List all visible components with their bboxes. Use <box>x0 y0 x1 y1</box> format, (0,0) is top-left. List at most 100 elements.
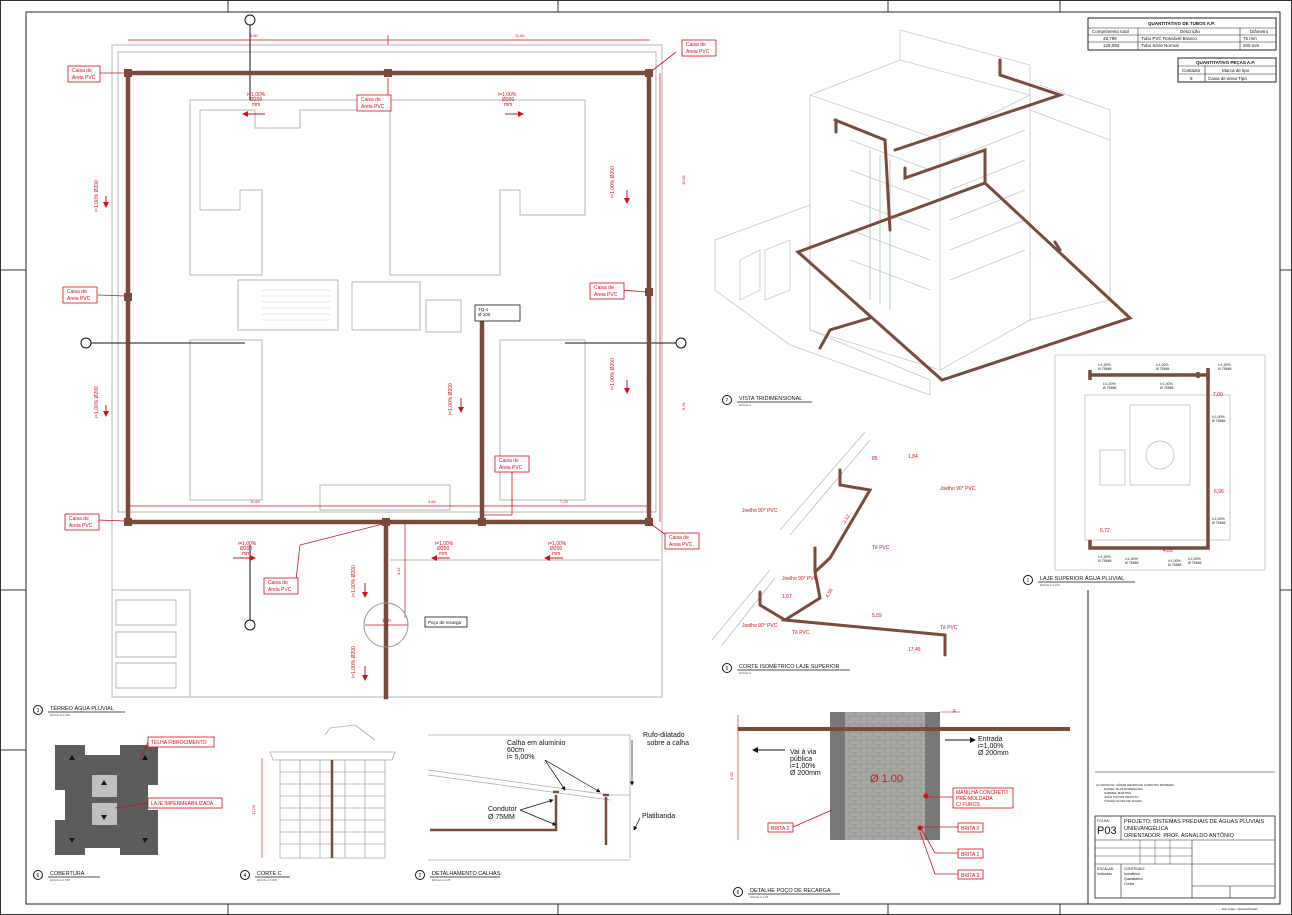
drawing-label: Platibanda <box>642 813 675 820</box>
drawing-label: TELHA FIBROCIMENTO <box>151 740 207 746</box>
drawing-label: Joelho 90° PVC <box>782 576 818 582</box>
drawing-label: 200 mm <box>1243 43 1260 48</box>
drawing-label: Caixa de <box>686 42 706 48</box>
title-view-4: 4 CORTE C ESCALA 1:200 <box>240 870 290 882</box>
drawing-label: Tê PVC <box>872 545 890 551</box>
drawing-label: JOÃO VICTOR PEIXOTO <box>1104 794 1139 799</box>
drawing-label: P03 <box>1097 825 1117 837</box>
drawing-label: Descrição <box>1180 29 1201 34</box>
drawing-label: Areia PVC <box>669 542 693 548</box>
drawing-label: i=1,00%Ø 75MM <box>1098 363 1112 371</box>
drawing-label: 4,85 <box>1163 548 1173 554</box>
drawing-label: i=1,00%Ø 75MM <box>1098 555 1112 563</box>
rufo-label: Rufo-dilatado sobre a calha <box>643 732 689 747</box>
recharge-well-detail: 3,00 F Ø 1.00 Vai à via pública i=1,00% … <box>729 709 1070 899</box>
drawing-label: 6,96 <box>1214 489 1224 495</box>
drawing-label: TÉRREO ÁGUA PLUVIAL <box>50 705 114 712</box>
drawing-label: 9 <box>1190 76 1193 81</box>
drawing-label: i=1,00%Ø 75MM <box>1103 382 1117 390</box>
poco-label: Poço de recarga <box>428 620 462 625</box>
drawing-label: Contador <box>1182 68 1201 73</box>
drawing-label: Areia PVC <box>67 296 91 302</box>
drawing-label: ESCALA 1:25 <box>432 878 451 882</box>
drawing-label: Caixa de areia Tipo <box>1208 76 1247 81</box>
drawing-label: 17,00 <box>251 804 256 815</box>
drawing-label: i=1,00%Ø 75MM <box>1125 557 1139 565</box>
drawing-label: Areia PVC <box>268 587 292 593</box>
drawing-label: ESCALA <box>739 671 751 675</box>
drawing-label: 75 mm <box>1243 36 1257 41</box>
drawing-label: 48,798 <box>1103 36 1117 41</box>
drawing-label: ALUNOS(AS): CÉSAR HENRIQUE CARDOSO MOREI… <box>1096 782 1174 787</box>
drawing-label: Comprimento total <box>1092 29 1129 34</box>
title-view-7: 7 VISTA TRIDIMENSIONAL ESCALA <box>722 395 812 407</box>
drawing-label: Caixa de <box>361 97 381 103</box>
drawing-label: 1,67 <box>782 594 792 600</box>
drawing-label: BRITA 0 <box>961 826 979 832</box>
drawing-label: 6 <box>37 873 40 879</box>
drawing-label: Tubo PVC Roscável Branco <box>1141 36 1197 41</box>
drawing-label: 8 <box>737 890 740 896</box>
gutter-detail: Calha em alumínio 60cm i= 5,00% Rufo-dil… <box>415 732 689 882</box>
drawing-label: FOLHA: <box>1097 819 1110 823</box>
drawing-label: Areia PVC <box>72 75 96 81</box>
upper-slab-plan: i=1,00%Ø 75MM i=1,00%Ø 75MM i=1,00%Ø 75M… <box>1023 354 1266 587</box>
drawing-label: 6,72 <box>1100 528 1110 534</box>
drawing-label: Caixa de <box>72 68 92 74</box>
drawing-label: LAJE SUPERIOR ÁGUA PLUVIAL <box>1040 575 1124 582</box>
drawing-label: 10,61 <box>681 174 686 185</box>
drawing-label: i=1,00%Ø 75MM <box>1188 557 1202 565</box>
three-d-view: 7 VISTA TRIDIMENSIONAL ESCALA <box>714 29 1133 407</box>
drawing-label: LAJE IMPERMEABILIZADA <box>151 801 214 807</box>
title-view-6: 6 COBERTURA ESCALA 1:150 <box>33 870 100 882</box>
well-in-label: Entrada i=1,00% Ø 200mm <box>978 736 1009 757</box>
drawing-label: i=1,00% Ø200 <box>351 565 357 597</box>
drawing-label: i=1,00% Ø200 <box>94 180 100 212</box>
title-view-2: 2 DETALHAMENTO CALHAS ESCALA 1:25 <box>415 870 501 882</box>
drawing-label: 11,60 <box>250 499 260 504</box>
drawing-label: i=1,00% Ø200 <box>610 166 616 198</box>
drawing-label: 3,60 <box>428 499 437 504</box>
drawing-label: Tê PVC <box>940 625 958 631</box>
drawing-label: 4,47 <box>396 566 401 575</box>
drawing-label: ESCALA 1:200 <box>257 878 277 882</box>
drawing-label: GABRIEL MARTINS <box>1104 791 1131 795</box>
drawing-label: Diâmetro <box>1250 29 1269 34</box>
drawing-label: 1 <box>1027 578 1030 584</box>
manilha-label: MANILHA CONCRETO PRÉ-MOLDADA C/ FUROS <box>956 790 1009 808</box>
drawing-label: 7,00 <box>1213 392 1223 398</box>
drawing-label: i=1,00%Ø 75MM <box>1168 559 1182 567</box>
drawing-label: i=1,00%Ø 75MM <box>1218 363 1232 371</box>
drawing-label: 4 <box>244 873 247 879</box>
drawing-label: i=1,00%Ø 75MM <box>1212 517 1226 525</box>
drawing-label: Caixa de <box>268 580 288 586</box>
drawing-label: CONTEÚDO: <box>1124 867 1145 871</box>
axis-markers <box>80 14 687 631</box>
drawing-label: Joelho 90° PVC <box>940 486 976 492</box>
calha-label: Calha em alumínio 60cm i= 5,00% <box>507 740 567 761</box>
drawing-label: 4,55 <box>825 587 835 599</box>
drawing-label: DETALHAMENTO CALHAS <box>432 871 501 877</box>
drawing-label: Areia PVC <box>499 465 523 471</box>
drawing-label: ESCALAS: <box>1097 867 1114 871</box>
drawing-label: QUANTITATIVO PEÇAS A.P. <box>1196 60 1255 65</box>
drawing-label: Caixa de <box>69 516 89 522</box>
drawing-label: ESCALA 1:150 <box>50 713 70 717</box>
drawing-label: Areia PVC <box>594 292 618 298</box>
well-dim: 1,00 <box>382 618 391 623</box>
roof-view: TELHA FIBROCIMENTO LAJE IMPERMEABILIZADA… <box>33 736 223 882</box>
drawing-label: DETALHE POÇO DE RECARGA <box>750 888 831 894</box>
drawing-label: Caixa de <box>669 535 689 541</box>
drawing-label: 85 <box>872 456 878 462</box>
caixa-callouts <box>97 51 677 581</box>
drawing-label: i=1,00% Ø200 <box>94 386 100 418</box>
drawing-label: 11,80 <box>515 33 525 38</box>
section-c: 17,00 4 CORTE C ESCALA 1:200 <box>240 724 396 882</box>
